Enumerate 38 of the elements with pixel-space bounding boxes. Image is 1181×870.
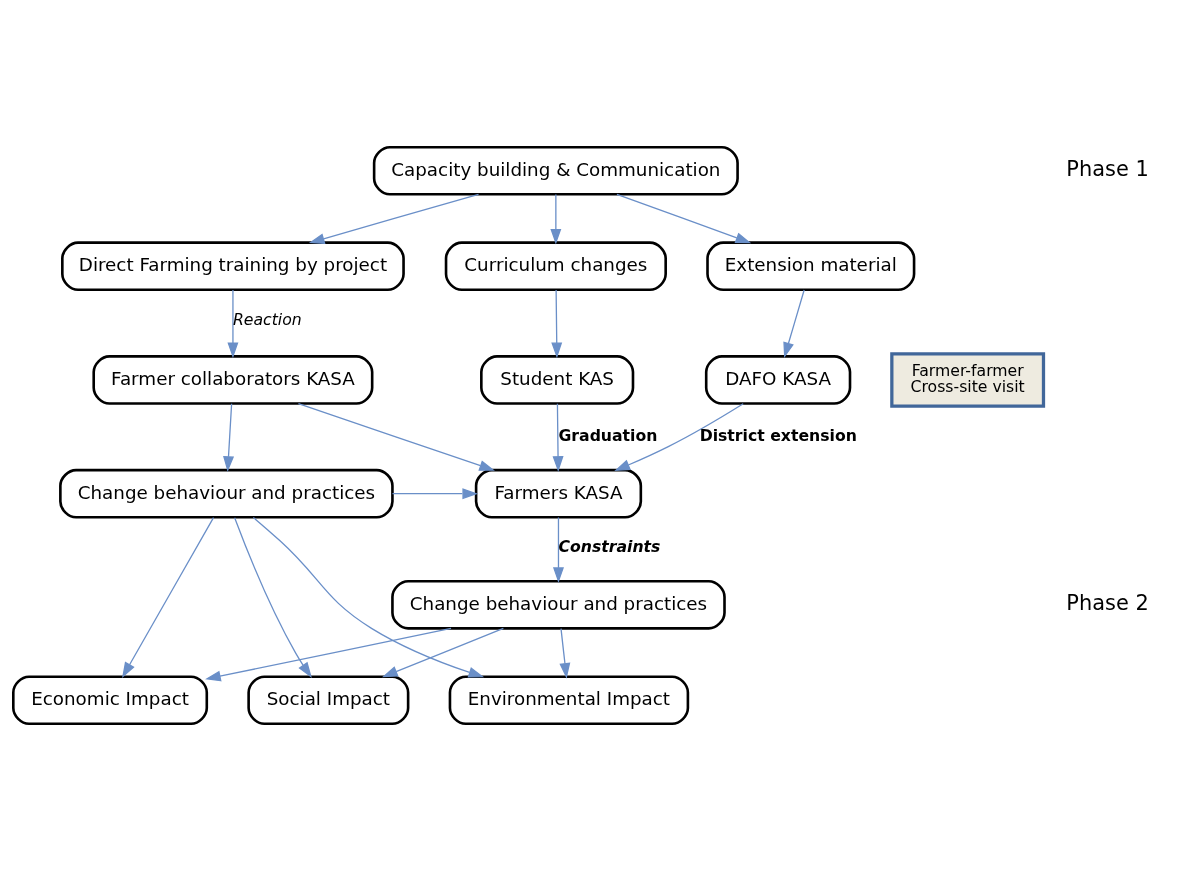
arrow: [297, 402, 495, 471]
edge-label: Constraints: [558, 536, 661, 556]
node-box: Direct Farming training by project: [61, 240, 405, 291]
node-box: Farmer-farmer Cross-site visit: [890, 351, 1046, 408]
arrow: [552, 516, 564, 583]
arrow: [551, 288, 563, 358]
arrow: [252, 516, 485, 678]
edge-label: Reaction: [232, 309, 302, 329]
arrow: [552, 402, 564, 472]
node-box: Economic Impact: [12, 674, 209, 725]
node-box: Student KAS: [480, 354, 635, 405]
arrow: [308, 193, 480, 244]
arrow: [223, 402, 235, 472]
label: Phase 1: [1066, 156, 1149, 181]
node-box: Capacity building & Communication: [372, 145, 739, 196]
edge-label: Graduation: [558, 425, 658, 445]
node-box: Social Impact: [247, 674, 410, 725]
label: Phase 2: [1066, 590, 1149, 615]
arrow: [616, 193, 752, 243]
arrow: [382, 627, 504, 677]
arrow: [227, 288, 239, 358]
node-box: Change behaviour and practices: [59, 468, 394, 518]
arrow: [205, 627, 452, 681]
node-box: Farmer collaborators KASA: [92, 354, 374, 405]
arrow: [783, 288, 805, 358]
arrow: [614, 402, 744, 471]
arrow: [122, 516, 215, 678]
node-box: Extension material: [706, 240, 916, 291]
node-box: Environmental Impact: [448, 674, 690, 725]
node-box: Change behaviour and practices: [391, 579, 726, 630]
node-box: Curriculum changes: [444, 240, 667, 291]
arrow: [234, 516, 312, 678]
node-box: Farmers KASA: [474, 468, 643, 518]
arrow: [391, 487, 479, 499]
edge-label: District extension: [699, 425, 857, 445]
node-box: DAFO KASA: [704, 354, 852, 405]
arrow: [559, 627, 571, 679]
arrow: [550, 193, 562, 245]
